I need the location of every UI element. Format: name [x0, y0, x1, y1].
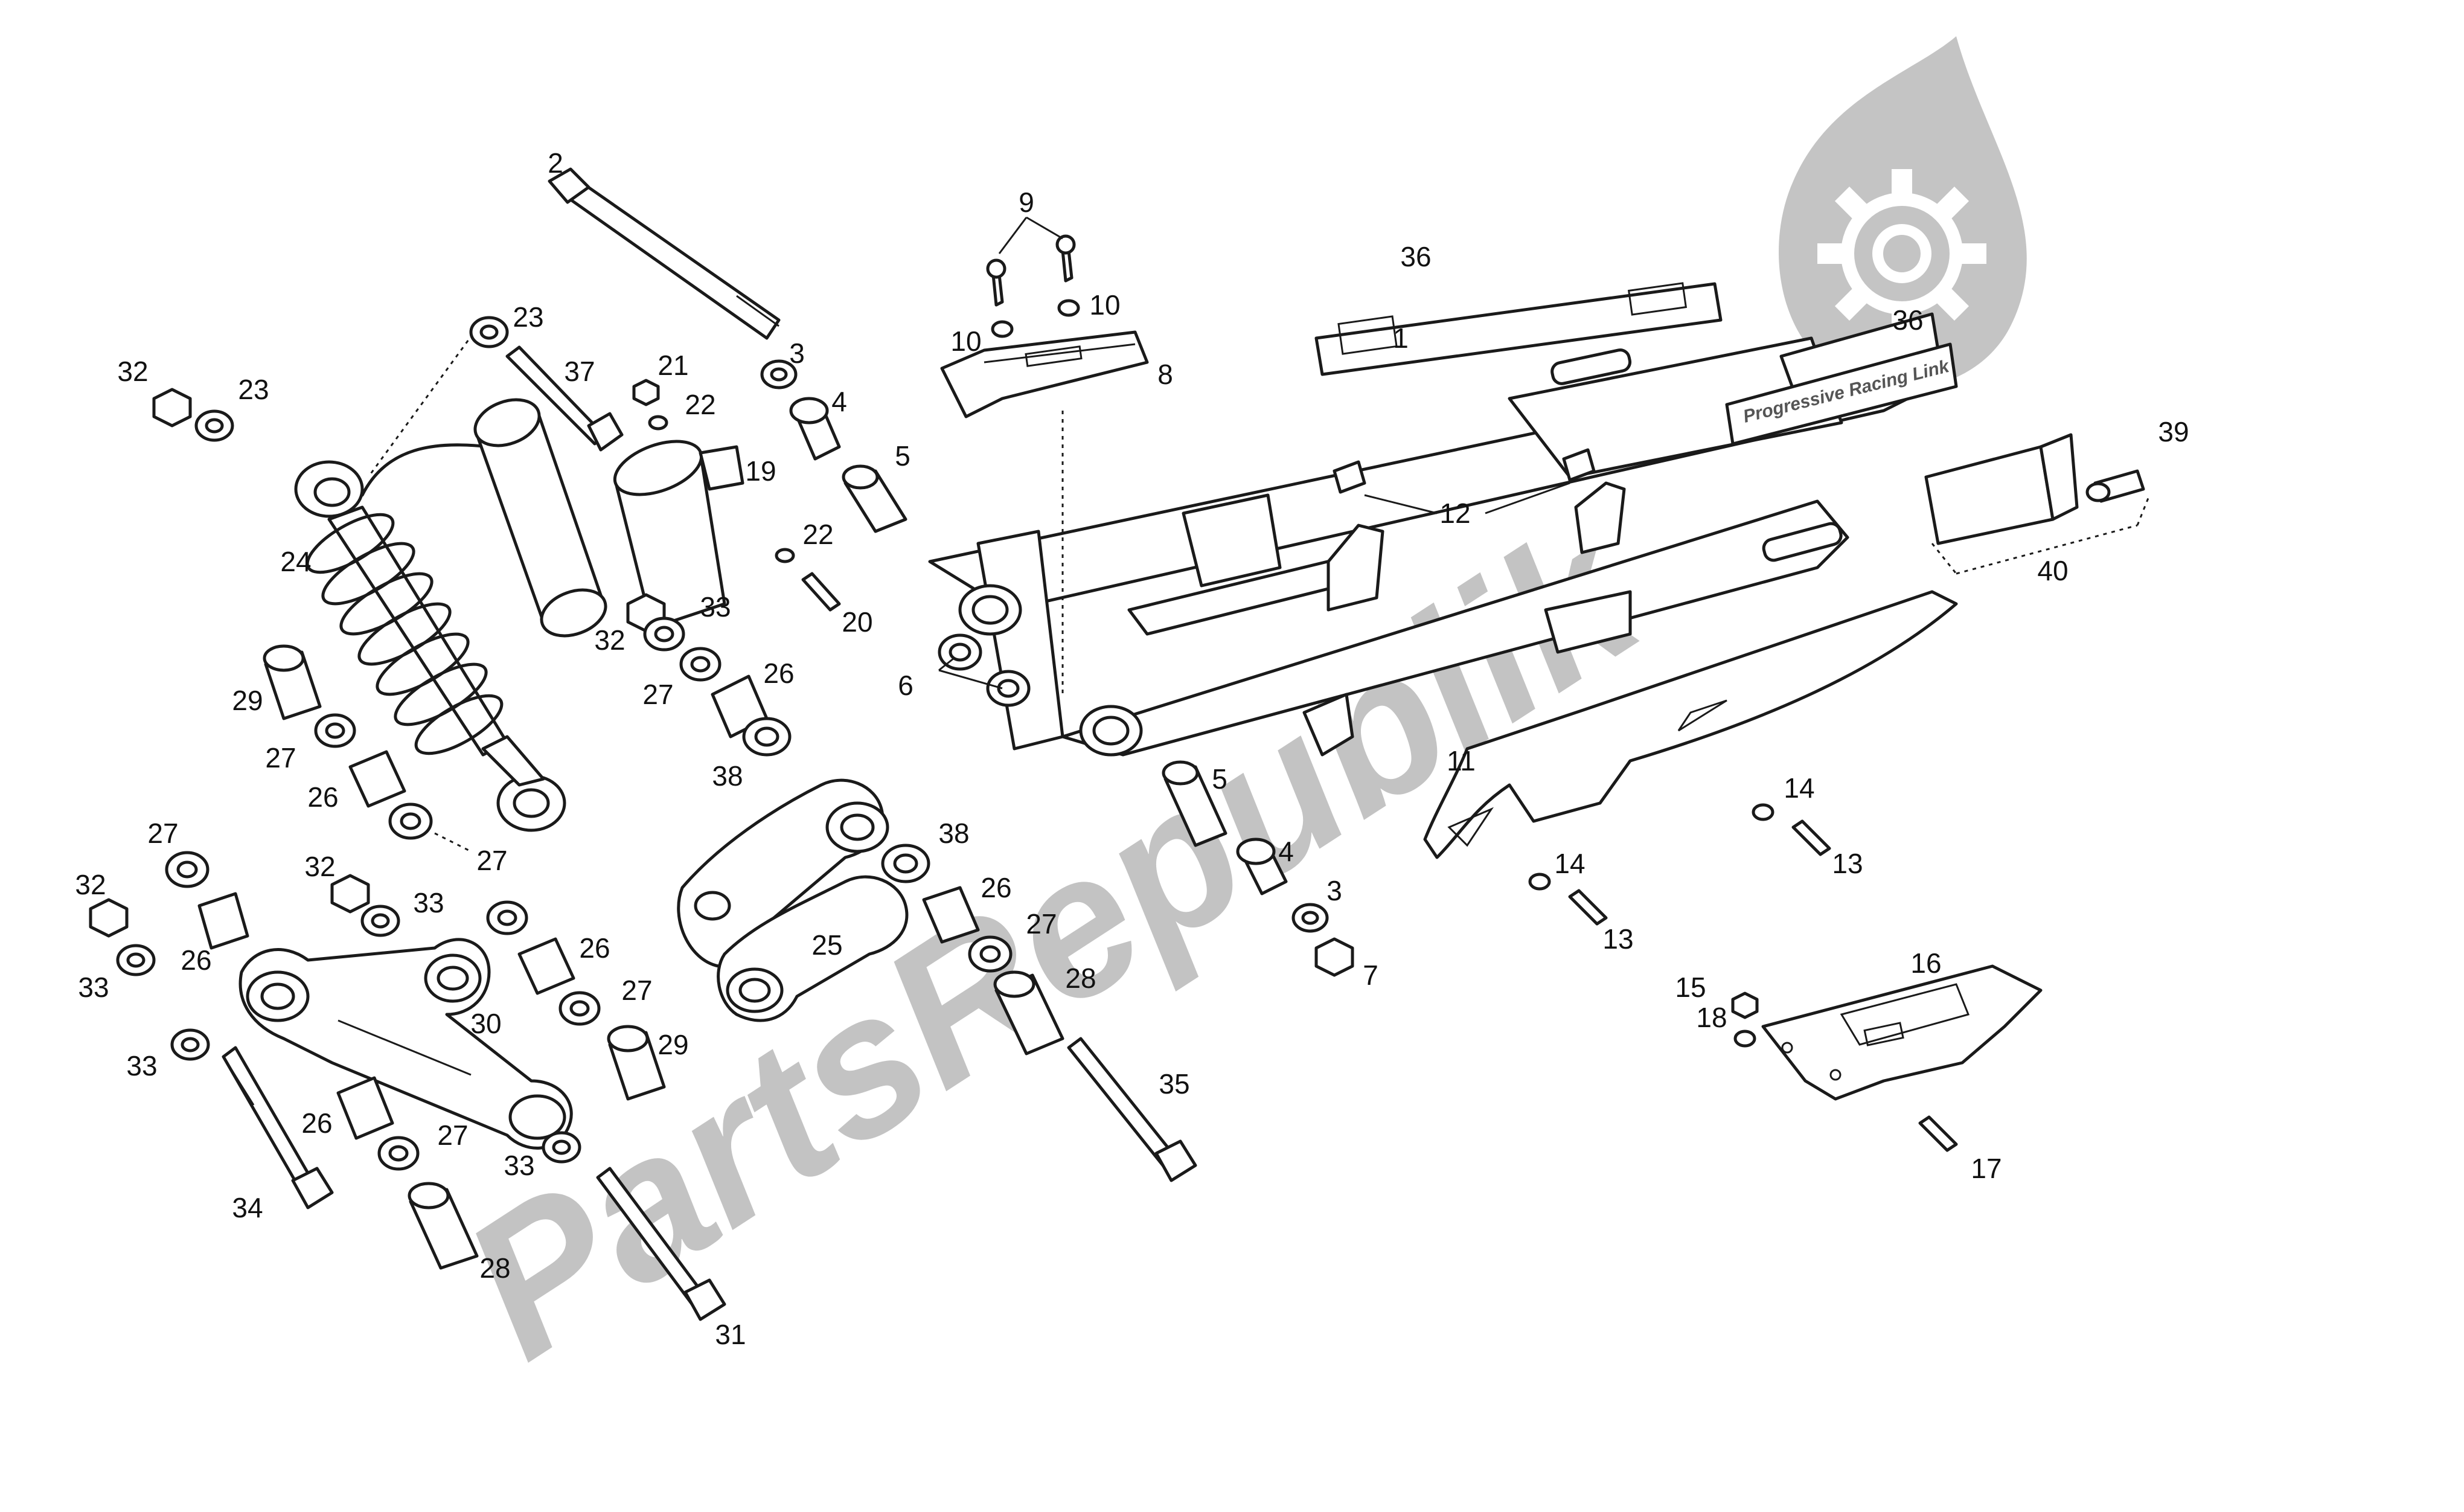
callout-7: 7 [1363, 959, 1378, 991]
callout-5: 5 [895, 440, 910, 472]
callout-4: 4 [831, 386, 847, 417]
callout-24: 24 [280, 546, 311, 577]
callout-34: 34 [232, 1192, 263, 1223]
callout-27: 27 [147, 818, 178, 849]
callout-27: 27 [642, 679, 673, 710]
chain-tensioner-part [1061, 411, 2151, 694]
callout-27: 27 [621, 975, 652, 1006]
callout-30: 30 [470, 1008, 501, 1039]
callout-28: 28 [479, 1252, 510, 1284]
callout-22: 22 [685, 389, 715, 420]
callout-23: 23 [513, 301, 543, 333]
callout-6: 6 [898, 670, 914, 701]
callout-36: 36 [1400, 241, 1431, 272]
callout-15: 15 [1675, 972, 1706, 1003]
callout-33: 33 [413, 887, 444, 918]
callout-33: 33 [126, 1050, 157, 1081]
chain-guide-part [1423, 590, 1958, 859]
callout-18: 18 [1696, 1002, 1727, 1033]
callout-3: 3 [1326, 875, 1342, 906]
callout-17: 17 [1971, 1153, 2002, 1184]
callout-26: 26 [981, 872, 1011, 903]
callout-13: 13 [1832, 848, 1863, 879]
watermark-logo-icon [1779, 36, 2027, 389]
callout-10: 10 [1089, 289, 1120, 321]
callout-26: 26 [307, 781, 338, 813]
callout-labels: 1 2 3 3 4 4 5 5 6 7 8 9 10 10 11 12 13 1… [75, 147, 2189, 1350]
small-hardware [89, 316, 2145, 1270]
callout-33: 33 [700, 591, 731, 623]
callout-9: 9 [1019, 187, 1034, 218]
guide-plate-part [1761, 964, 2043, 1101]
callout-22: 22 [802, 519, 833, 550]
callout-26: 26 [763, 658, 794, 689]
callout-26: 26 [579, 932, 610, 964]
callout-12: 12 [1439, 498, 1470, 529]
callout-38: 38 [938, 818, 969, 849]
callout-3: 3 [789, 338, 805, 369]
chain-slider-part [940, 330, 1149, 418]
callout-29: 29 [658, 1029, 688, 1060]
callout-14: 14 [1554, 848, 1585, 879]
callout-27: 27 [265, 742, 296, 774]
callout-20: 20 [842, 606, 872, 638]
bolt-37 [505, 345, 624, 452]
bolt-31 [596, 1167, 726, 1321]
screws-9 [986, 216, 1080, 338]
callout-25: 25 [811, 929, 842, 961]
callout-23: 23 [238, 374, 269, 405]
linkage-rocker-part [677, 778, 909, 1022]
callout-16: 16 [1910, 947, 1941, 979]
tie-rod-part [238, 938, 573, 1150]
bolt-35 [1067, 1037, 1197, 1182]
callout-27: 27 [437, 1120, 468, 1151]
bolt-2 [548, 167, 781, 340]
callout-31: 31 [715, 1319, 746, 1350]
reservoir-clamp-part [613, 440, 744, 630]
callout-36: 36 [1892, 304, 1923, 336]
callout-2: 2 [548, 147, 563, 179]
callout-33: 33 [504, 1150, 534, 1181]
callout-33: 33 [78, 972, 109, 1003]
callout-26: 26 [301, 1107, 332, 1139]
callout-4: 4 [1278, 836, 1294, 867]
decal-part-a [1314, 282, 1723, 376]
callout-29: 29 [232, 685, 263, 716]
callout-21: 21 [658, 350, 688, 381]
callout-38: 38 [712, 760, 743, 792]
callout-27: 27 [476, 845, 507, 876]
callout-37: 37 [564, 356, 595, 387]
callout-5: 5 [1212, 763, 1227, 795]
callout-32: 32 [75, 869, 106, 900]
shock-absorber-part [294, 319, 607, 832]
callout-13: 13 [1602, 923, 1633, 955]
callout-10: 10 [950, 325, 981, 357]
callout-8: 8 [1157, 359, 1173, 390]
callout-32: 32 [304, 851, 335, 882]
callout-32: 32 [594, 624, 625, 656]
callout-1: 1 [1393, 322, 1409, 354]
leader-lines [938, 657, 1003, 690]
callout-26: 26 [181, 944, 211, 976]
callout-39: 39 [2158, 416, 2189, 447]
callout-35: 35 [1159, 1068, 1189, 1100]
callout-19: 19 [745, 455, 776, 487]
bolt-34 [222, 1046, 334, 1209]
callout-11: 11 [1447, 745, 1476, 777]
callout-32: 32 [117, 356, 148, 387]
callout-40: 40 [2037, 555, 2068, 586]
callout-28: 28 [1065, 963, 1096, 994]
callout-14: 14 [1784, 772, 1814, 804]
callout-27: 27 [1026, 908, 1057, 940]
